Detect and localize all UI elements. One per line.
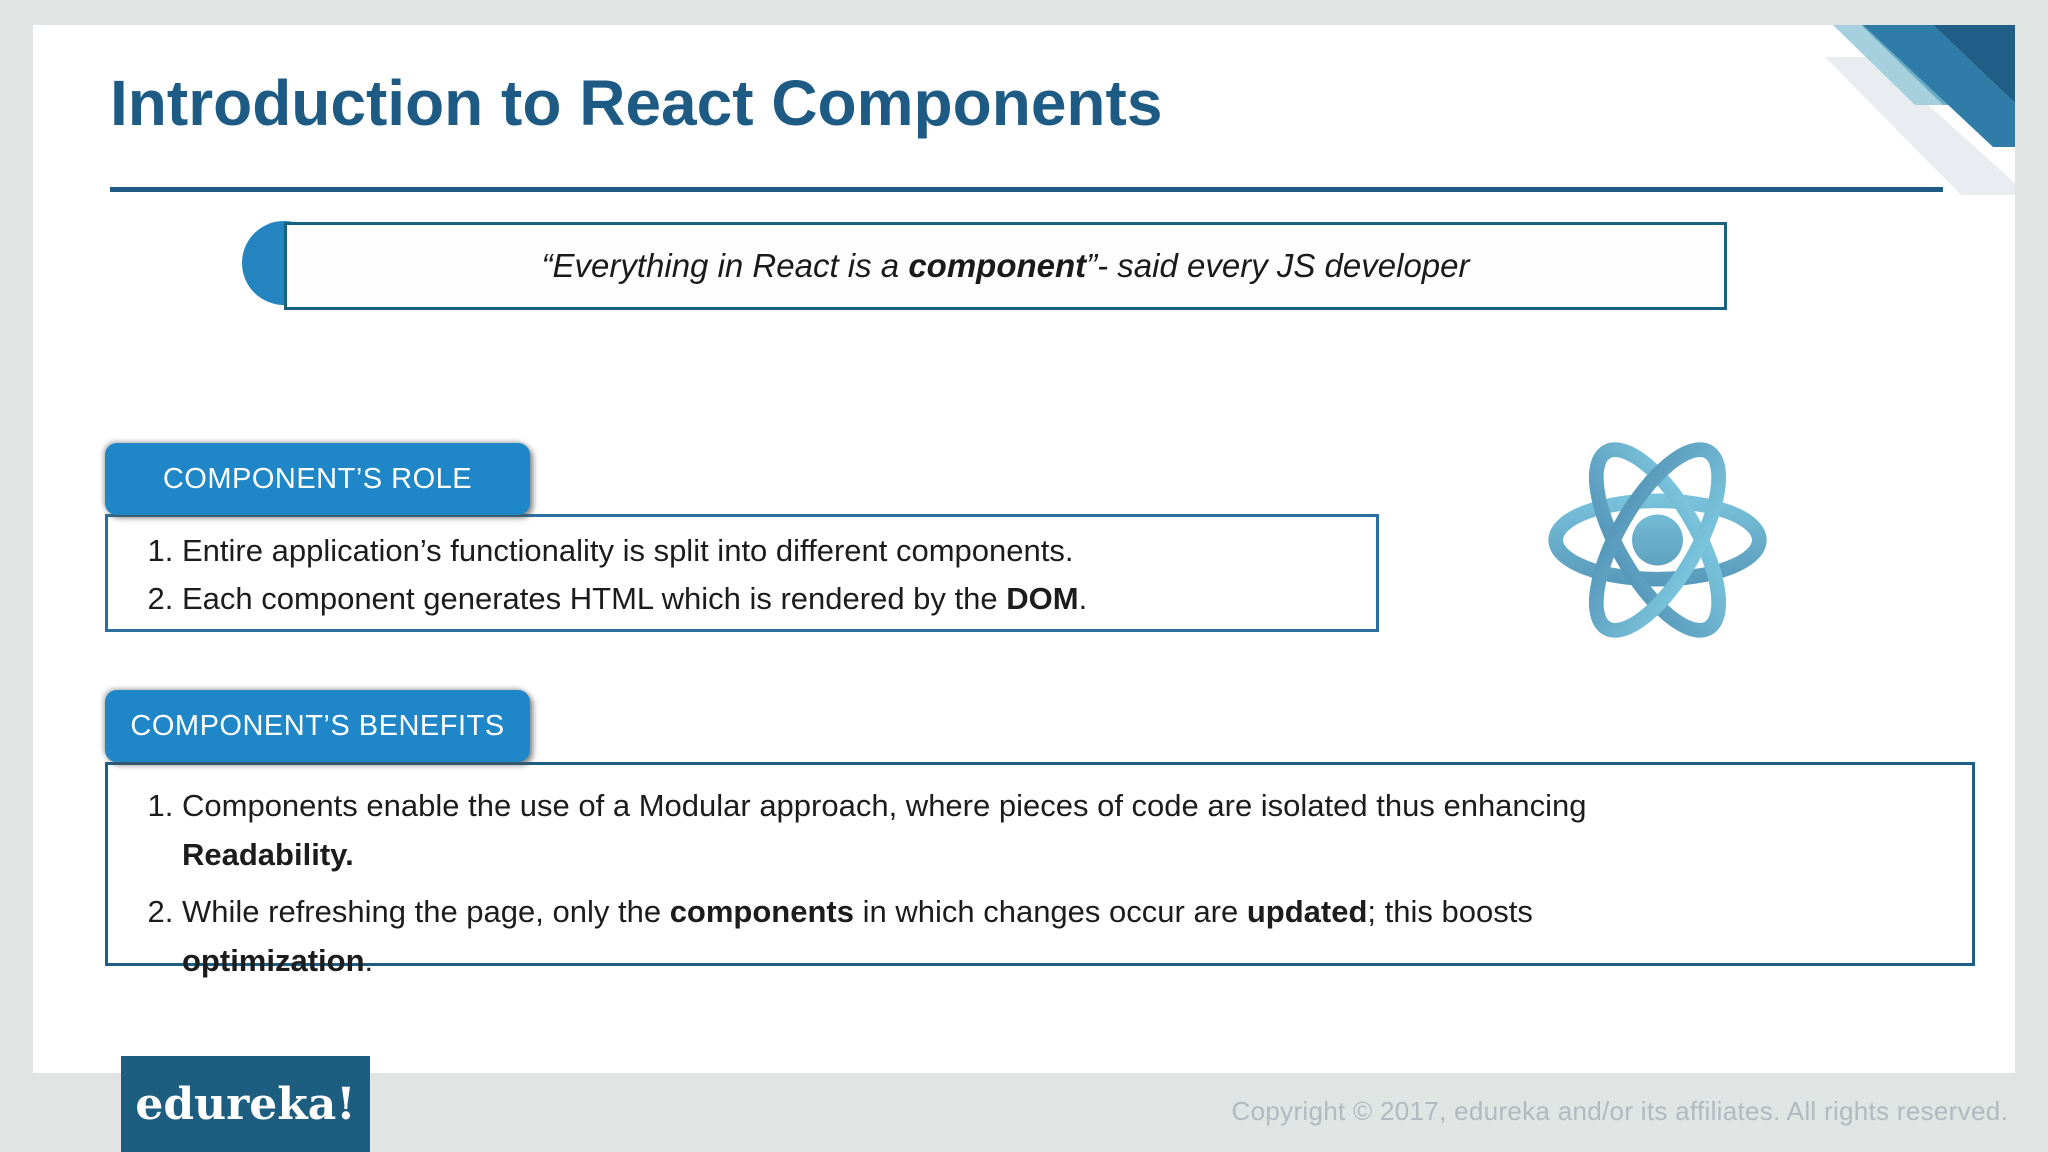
corner-ribbon-icon [1825,25,2015,195]
quote-text: “Everything in React is a component”- sa… [541,247,1470,284]
edureka-logo: edureka! [121,1056,370,1152]
section-badge-role: COMPONENT’S ROLE [105,443,530,515]
benefits-list-box: Components enable the use of a Modular a… [105,762,1975,978]
list-item: Each component generates HTML which is r… [182,575,1356,623]
edureka-logo-text: edureka! [135,1078,356,1130]
role-list: Entire application’s functionality is sp… [108,517,1376,623]
quote-box: “Everything in React is a component”- sa… [284,222,1727,310]
title-underline [110,187,1943,192]
list-item: Components enable the use of a Modular a… [182,781,1952,879]
section-badge-benefits: COMPONENT’S BENEFITS [105,690,530,762]
copyright-text: Copyright © 2017, edureka and/or its aff… [1231,1096,2008,1126]
react-logo-icon [1548,442,1767,638]
benefits-list: Components enable the use of a Modular a… [108,765,1972,985]
slide-title: Introduction to React Components [110,67,1163,139]
list-item: Entire application’s functionality is sp… [182,527,1356,575]
slide-canvas: Introduction to React Components “Everyt… [33,25,2015,1073]
role-list-box: Entire application’s functionality is sp… [105,514,1379,632]
list-item: While refreshing the page, only the comp… [182,887,1952,985]
